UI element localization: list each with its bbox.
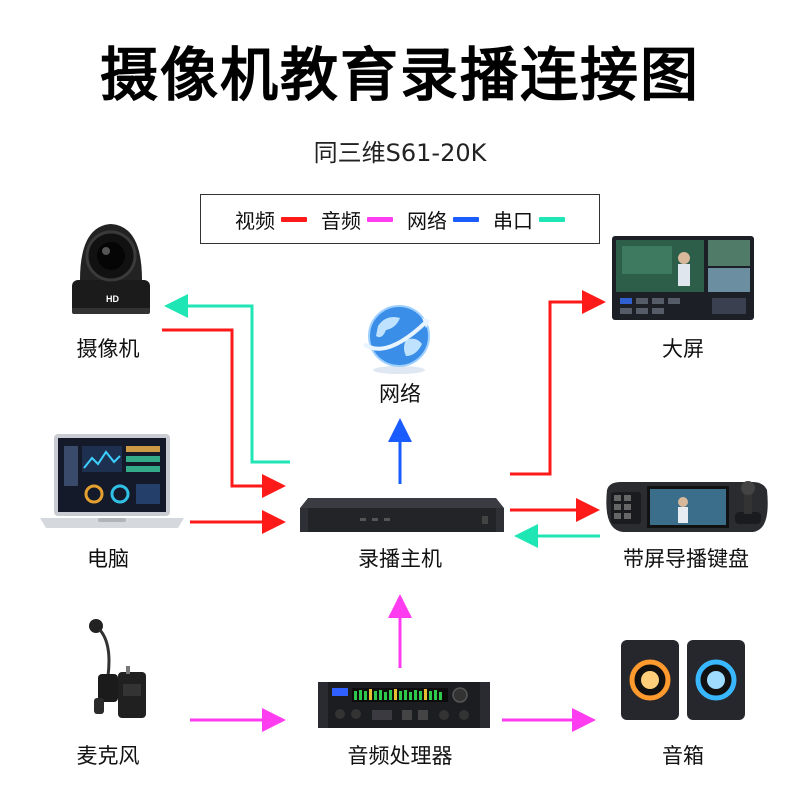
legend-item-video: 视频 [235,205,307,234]
director-keyboard-icon [606,481,768,532]
audio-processor-icon [318,682,490,728]
big-screen-icon [612,236,754,320]
host-label: 录播主机 [358,547,442,571]
legend-swatch-network [453,216,479,222]
diagram-title: 摄像机教育录播连接图 [99,41,700,109]
legend-label-network: 网络 [407,208,447,233]
recording-host-icon [300,498,504,532]
legend-label-serial: 串口 [493,208,533,233]
legend-item-serial: 串口 [493,205,565,234]
keyboard-label: 带屏导播键盘 [623,547,749,571]
audio-processor-label: 音频处理器 [347,744,453,768]
legend-item-network: 网络 [407,205,479,234]
network-globe-icon [362,305,430,374]
screen-label: 大屏 [662,337,704,361]
camera-label: 摄像机 [76,337,140,361]
legend-item-audio: 音频 [321,205,393,234]
wire-serial-host-camera [164,294,290,464]
legend-swatch-serial [539,216,565,222]
laptop-icon [40,434,184,528]
network-label: 网络 [379,382,421,406]
wire-video-host-screen [510,290,606,476]
diagram-subtitle: 同三维S61-20K [313,139,487,167]
computer-label: 电脑 [87,547,129,571]
speaker-label: 音箱 [662,744,704,768]
svg-text:HD: HD [106,294,119,304]
mic-label: 麦克风 [76,744,140,768]
speakers-icon [621,640,745,720]
microphone-icon [89,619,146,718]
legend: 视频 音频 网络 串口 [200,194,600,244]
legend-label-audio: 音频 [321,208,361,233]
ptz-camera-icon: HD [72,224,150,314]
legend-swatch-video [281,216,307,222]
wire-video-camera-host [162,328,286,498]
legend-swatch-audio [367,216,393,222]
legend-label-video: 视频 [235,208,275,233]
